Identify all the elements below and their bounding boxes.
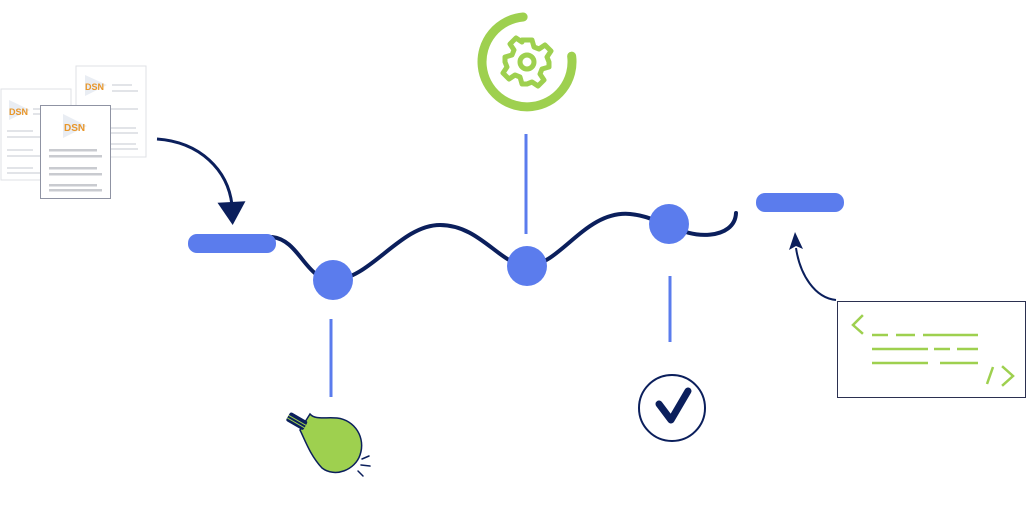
validate-node[interactable] [649, 204, 689, 244]
logo-text: DSN [64, 123, 85, 134]
document-stack: DSN DSN [0, 65, 147, 199]
process-node[interactable] [507, 246, 547, 286]
idea-node[interactable] [313, 260, 353, 300]
document-logo: DSN [85, 75, 107, 96]
document-logo: DSN [9, 100, 30, 120]
code-panel [837, 301, 1026, 398]
arrow-code-to-end [789, 232, 837, 301]
code-icon [851, 314, 1015, 387]
document-front: DSN [40, 105, 111, 199]
check-circle-icon [638, 374, 706, 442]
logo-text: DSN [85, 82, 104, 92]
document-logo: DSN [63, 114, 87, 138]
arrow-docs-to-start [156, 137, 246, 225]
start-node[interactable] [188, 234, 276, 253]
lightbulb-icon [286, 412, 371, 477]
logo-text: DSN [9, 107, 28, 117]
gear-icon [477, 12, 577, 112]
end-node[interactable] [756, 193, 844, 212]
